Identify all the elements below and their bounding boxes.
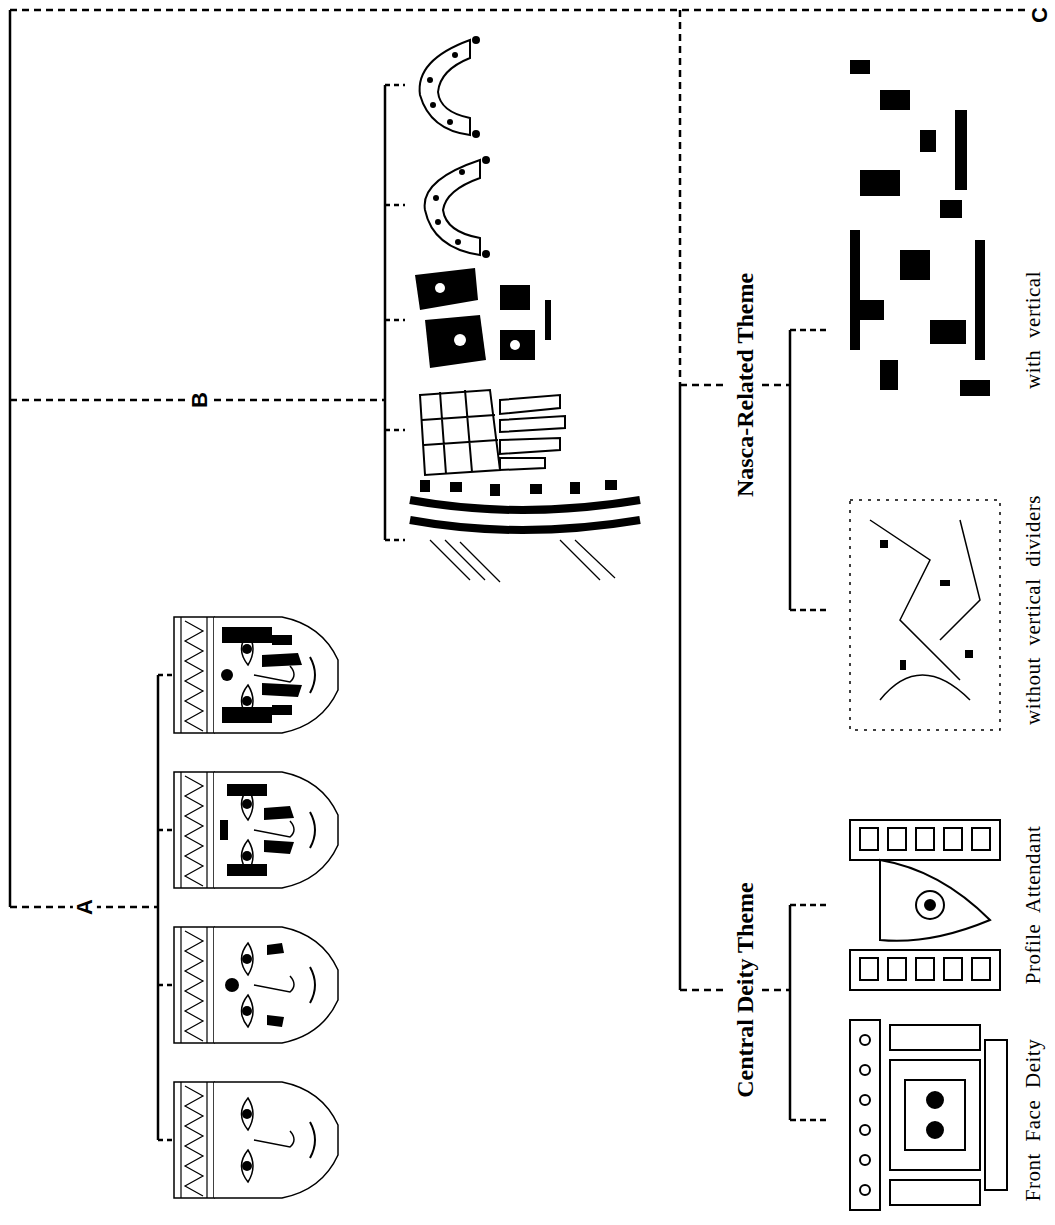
front-face-deity	[850, 1020, 1007, 1210]
ceramic-sherd	[420, 36, 480, 138]
branch-letter: B	[188, 389, 212, 411]
subtheme-label: Front Face Deity	[1022, 1036, 1045, 1204]
painted-face	[174, 1082, 338, 1198]
theme-heading: Nasca-Related Theme	[732, 270, 758, 500]
tree-lines	[10, 10, 1028, 1140]
nasca-fragment	[850, 60, 990, 396]
ceramic-sherd	[415, 268, 551, 368]
ceramic-sherd	[420, 390, 565, 475]
branch-letter: A	[73, 896, 97, 918]
subtheme-label: Profile Attendant	[1022, 823, 1045, 988]
ceramic-sherd	[410, 480, 640, 582]
branch-letter: C	[1028, 4, 1052, 26]
nasca-fragment	[850, 500, 1000, 730]
painted-face	[174, 617, 338, 733]
profile-attendant	[850, 820, 1000, 990]
subtheme-label: without vertical dividers	[1022, 492, 1045, 728]
subtheme-label: with vertical	[1022, 268, 1045, 392]
painted-face	[174, 927, 338, 1043]
painted-face	[174, 772, 338, 888]
ceramic-sherd	[425, 156, 490, 258]
theme-heading: Central Deity Theme	[732, 879, 758, 1101]
